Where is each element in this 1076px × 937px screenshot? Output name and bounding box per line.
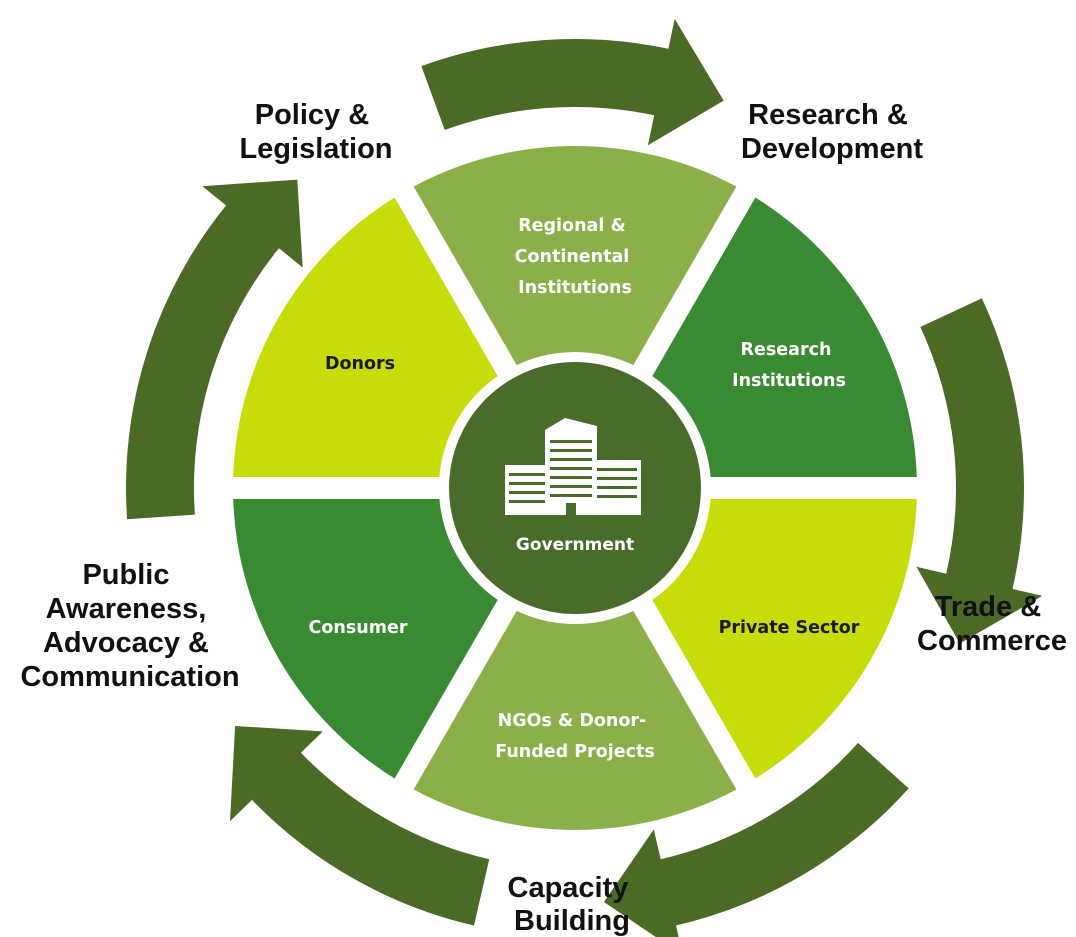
segment-label-line: Research [741,340,832,360]
segment-label-line: Institutions [732,371,846,391]
outer-label-line: Development [741,133,923,165]
arrow-top [421,18,724,146]
segment-shape [413,146,737,366]
cycle-arrows [126,18,1043,937]
segment-label: NGOs & Donor- Funded Projects [495,711,655,762]
segment-shape [233,197,498,477]
arrow-left [126,179,303,520]
segment-label-line: Private Sector [719,618,860,638]
center-label: Government [516,535,634,555]
segment-label-line: Consumer [309,618,408,638]
outer-label-capacity-building: Capacity Building [508,872,637,937]
outer-label-line: Building [514,905,630,937]
outer-label-line: Legislation [239,133,392,165]
center-hub: Government [449,362,701,614]
segment-shape [652,499,917,779]
segment-label: Consumer [309,618,408,638]
arrow-bottom-left [230,726,490,926]
segment-label-line: Continental [515,247,630,267]
segment-ngos-donor-funded-projects: NGOs & Donor- Funded Projects [413,610,737,830]
segment-label: Private Sector [719,618,860,638]
segment-label: Regional & Continental Institutions [515,216,636,298]
outer-label-line: Policy & [255,99,369,131]
segment-shape [652,197,917,477]
segment-label-line: Institutions [518,278,632,298]
outer-label-public-awareness: Public Awareness, Advocacy & Communicati… [20,559,239,693]
segment-donors: Donors [233,197,498,477]
outer-label-trade-commerce: Trade & Commerce [917,591,1067,657]
outer-label-line: Public [82,559,169,591]
segment-label-line: Regional & [518,216,626,236]
segment-shape [233,499,498,779]
segment-private-sector: Private Sector [652,499,917,779]
outer-label-policy-legislation: Policy & Legislation [239,99,392,165]
arrow-right [916,298,1043,644]
outer-label-line: Capacity [508,872,629,904]
outer-label-line: Awareness, [46,593,207,625]
segment-label-line: NGOs & Donor- [498,711,647,731]
segment-label: Research Institutions [732,340,846,391]
segment-consumer: Consumer [233,499,498,779]
outer-label-research-development: Research & Development [741,99,923,165]
outer-label-line: Research & [748,99,908,131]
outer-label-line: Communication [20,661,239,693]
outer-label-line: Commerce [917,625,1067,657]
arrow-bottom-right [603,742,909,937]
segment-label-line: Funded Projects [495,742,655,762]
segment-label: Donors [325,354,395,374]
segment-label-line: Donors [325,354,395,374]
segment-research-institutions: Research Institutions [652,197,917,477]
segment-regional-continental-institutions: Regional & Continental Institutions [413,146,737,366]
office-building-icon [505,418,641,515]
segment-shape [413,610,737,830]
outer-label-line: Trade & [935,591,1041,623]
outer-label-line: Advocacy & [43,627,209,659]
